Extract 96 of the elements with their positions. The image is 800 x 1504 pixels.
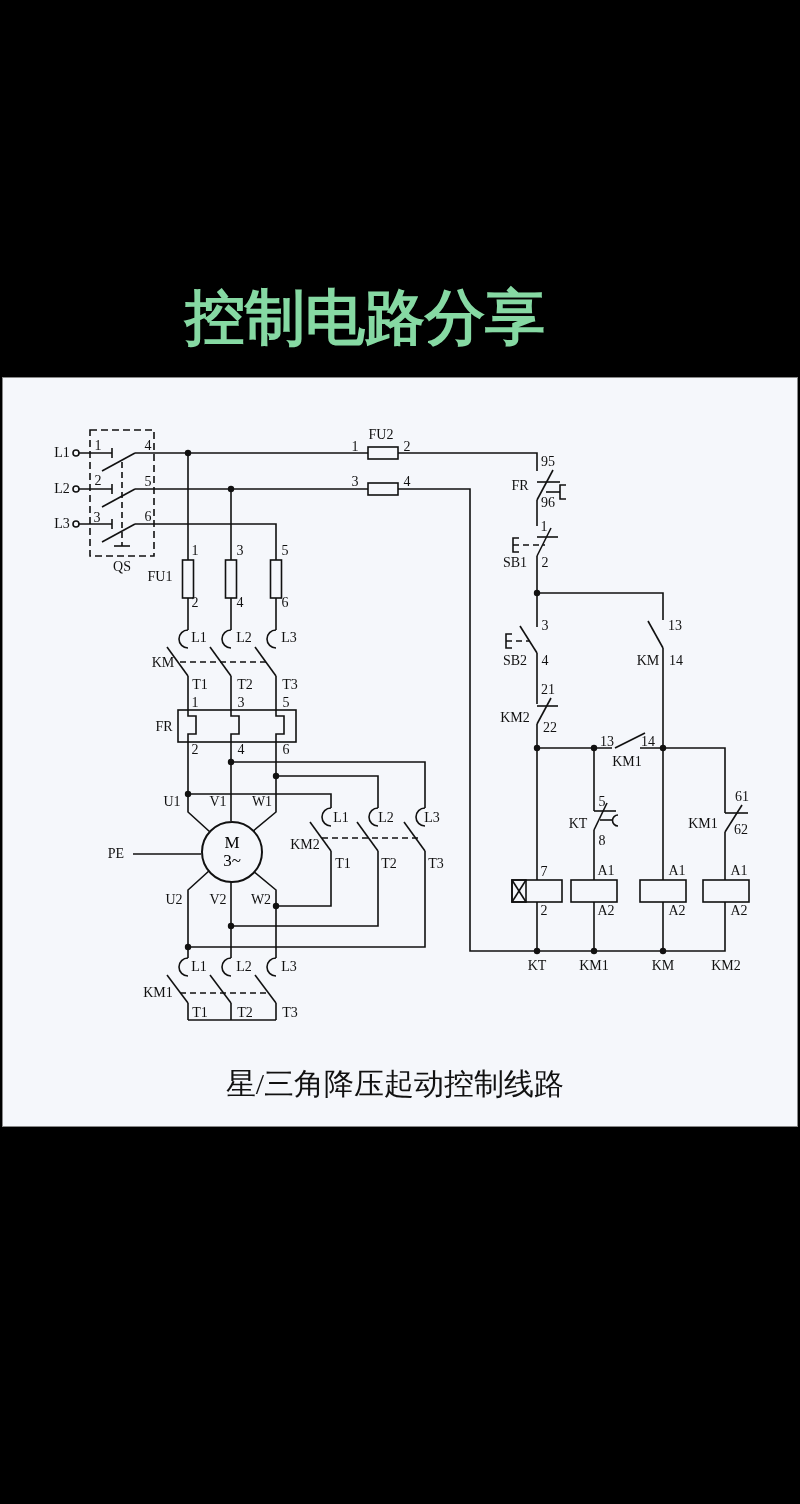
terminal-label: 22 <box>543 721 557 735</box>
terminal-label: 62 <box>734 823 748 837</box>
terminal-label: 2 <box>191 743 199 757</box>
caption: 星/三角降压起动控制线路 <box>224 1066 566 1102</box>
terminal-label: 5 <box>598 795 606 809</box>
terminal-label: U2 <box>165 893 183 907</box>
terminal-label: 3 <box>541 619 549 633</box>
terminal-label: 8 <box>598 834 606 848</box>
terminal-label: 5 <box>282 696 290 710</box>
terminal-label: 1 <box>351 440 359 454</box>
terminal-label: 3 <box>351 475 359 489</box>
terminal-label: A1 <box>597 864 615 878</box>
terminal-label: 14 <box>641 735 655 749</box>
terminal-label: KT <box>527 959 547 973</box>
terminal-label: 21 <box>541 683 555 697</box>
terminal-label: KM <box>651 959 675 973</box>
terminal-label: 4 <box>541 654 549 668</box>
terminal-label: W1 <box>251 795 273 809</box>
terminal-label: T2 <box>381 857 397 871</box>
terminal-label: 3 <box>236 544 244 558</box>
terminal-label: T3 <box>282 1006 298 1020</box>
terminal-label: KM1 <box>688 817 718 831</box>
terminal-label: L1 <box>54 446 70 460</box>
terminal-label: T1 <box>335 857 351 871</box>
terminal-label: SB2 <box>502 654 528 668</box>
terminal-label: 7 <box>540 865 548 879</box>
terminal-label: KM2 <box>711 959 741 973</box>
terminal-label: KM1 <box>143 986 173 1000</box>
terminal-label: 6 <box>282 743 290 757</box>
terminal-label: 13 <box>600 735 614 749</box>
terminal-label: W2 <box>250 893 272 907</box>
terminal-label: 95 <box>541 455 555 469</box>
terminal-label: 3 <box>237 696 245 710</box>
terminal-label: QS <box>113 560 131 574</box>
terminal-label: 2 <box>540 904 548 918</box>
terminal-label: FR <box>511 479 529 493</box>
terminal-label: 4 <box>403 475 411 489</box>
terminal-label: FU2 <box>368 428 394 442</box>
terminal-label: L1 <box>333 811 349 825</box>
terminal-label: L2 <box>54 482 70 496</box>
terminal-label: 2 <box>403 440 411 454</box>
terminal-label: U1 <box>163 795 181 809</box>
terminal-label: 4 <box>237 743 245 757</box>
terminal-label: T2 <box>237 678 253 692</box>
terminal-label: 5 <box>144 475 152 489</box>
terminal-label: KM2 <box>500 711 530 725</box>
heading: 控制电路分享 <box>183 281 546 354</box>
terminal-label: V1 <box>209 795 227 809</box>
terminal-label: FU1 <box>147 570 173 584</box>
terminal-label: L3 <box>281 960 297 974</box>
terminal-label: FR <box>155 720 173 734</box>
terminal-label: 6 <box>144 510 152 524</box>
terminal-label: T2 <box>237 1006 253 1020</box>
terminal-label: 96 <box>541 496 555 510</box>
terminal-label: T3 <box>282 678 298 692</box>
terminal-label: T3 <box>428 857 444 871</box>
terminal-label: A2 <box>730 904 748 918</box>
terminal-label: L2 <box>378 811 394 825</box>
terminal-label: L1 <box>191 960 207 974</box>
terminal-label: V2 <box>209 893 227 907</box>
terminal-label: L1 <box>191 631 207 645</box>
terminal-label: L3 <box>54 517 70 531</box>
terminal-label: 4 <box>236 596 244 610</box>
terminal-label: L3 <box>424 811 440 825</box>
terminal-label: A2 <box>668 904 686 918</box>
terminal-label: A1 <box>730 864 748 878</box>
terminal-label: 5 <box>281 544 289 558</box>
terminal-label: L3 <box>281 631 297 645</box>
terminal-label: 1 <box>191 544 199 558</box>
terminal-label: A2 <box>597 904 615 918</box>
terminal-label: 13 <box>668 619 682 633</box>
terminal-label: KM1 <box>579 959 609 973</box>
terminal-label: 4 <box>144 439 152 453</box>
terminal-label: 1 <box>540 520 548 534</box>
terminal-label: KM <box>151 656 175 670</box>
terminal-label: 6 <box>281 596 289 610</box>
terminal-label: A1 <box>668 864 686 878</box>
terminal-label: SB1 <box>502 556 528 570</box>
terminal-label: 61 <box>735 790 749 804</box>
terminal-label: KM1 <box>612 755 642 769</box>
terminal-label: KT <box>568 817 588 831</box>
terminal-label: T1 <box>192 1006 208 1020</box>
terminal-label: 1 <box>94 439 102 453</box>
terminal-label: T1 <box>192 678 208 692</box>
terminal-label: 3 <box>93 511 101 525</box>
terminal-label: KM2 <box>290 838 320 852</box>
terminal-label: L2 <box>236 960 252 974</box>
terminal-label: 2 <box>94 474 102 488</box>
terminal-label: 2 <box>541 556 549 570</box>
terminal-label: 1 <box>191 696 199 710</box>
motor-label: M <box>224 834 240 852</box>
terminal-label: PE <box>107 847 125 861</box>
terminal-label: 14 <box>669 654 683 668</box>
terminal-label: L2 <box>236 631 252 645</box>
terminal-label: KM <box>636 654 660 668</box>
motor-label: 3~ <box>223 852 241 870</box>
